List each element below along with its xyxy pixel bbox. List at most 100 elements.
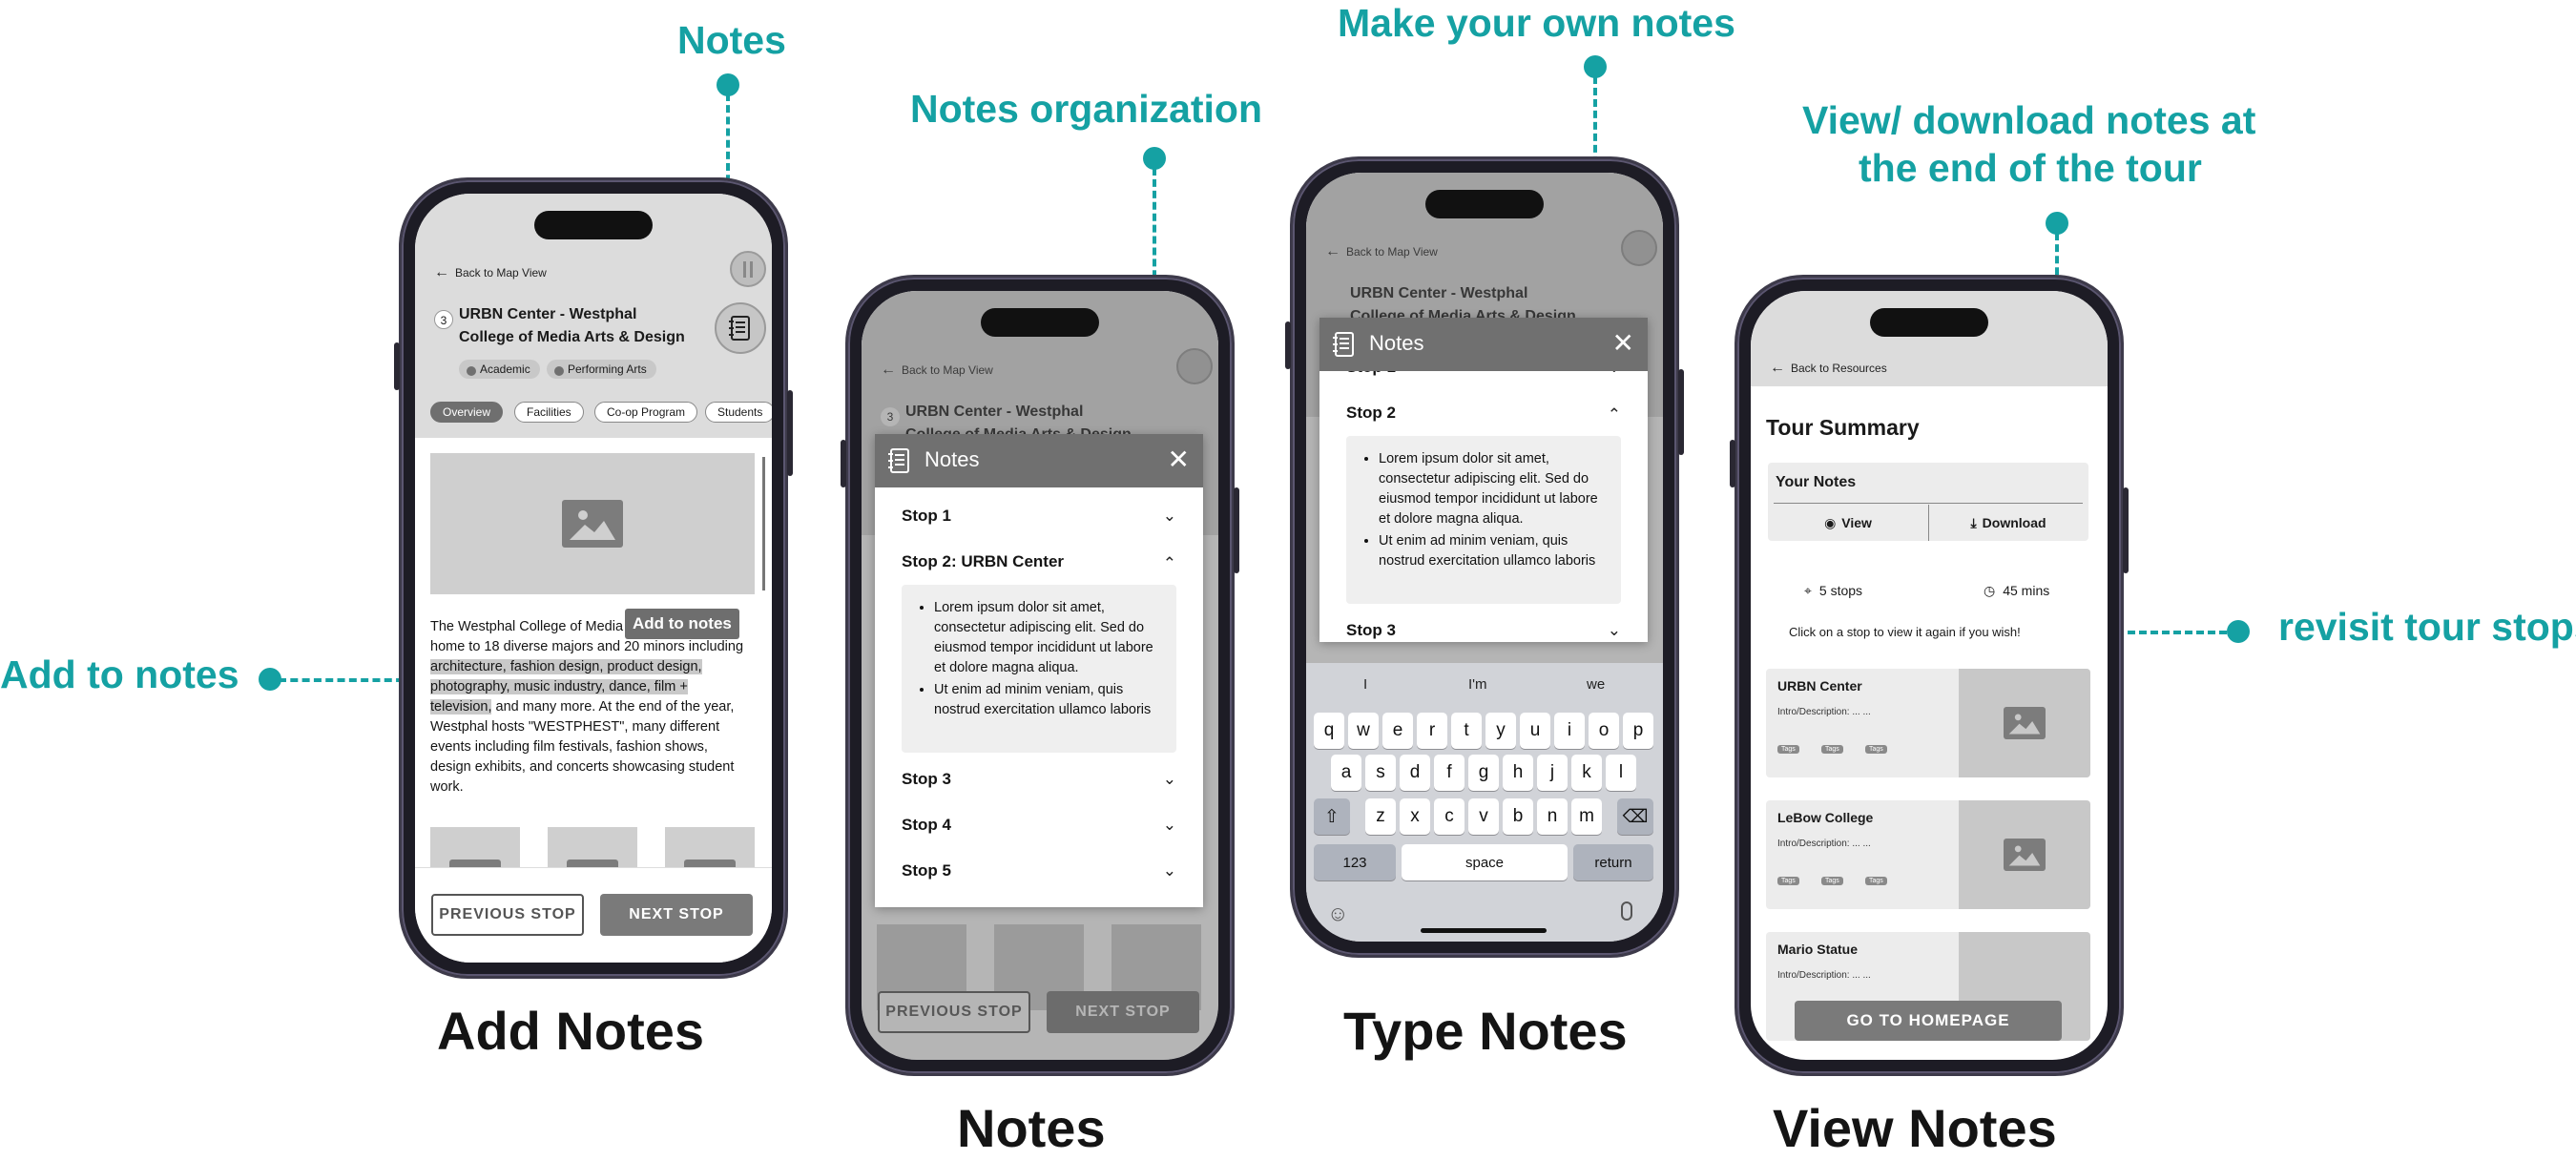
note-bullet: Ut enim ad minim veniam, quis nostrud ex… [934, 680, 1163, 720]
key-p[interactable]: p [1623, 713, 1653, 749]
key-j[interactable]: j [1537, 755, 1568, 791]
suggestion[interactable]: I'm [1468, 676, 1487, 693]
back-label: Back to Map View [1346, 245, 1438, 259]
your-notes-box: Your Notes ◉View ⤓Download [1768, 463, 2088, 541]
tab-students[interactable]: Students [705, 402, 772, 423]
notes-stop-1[interactable]: Stop 1⌄ [902, 507, 1176, 526]
card-description: Intro/Description: ... ... [1777, 707, 1871, 717]
notes-editor[interactable]: Lorem ipsum dolor sit amet, consectetur … [1346, 436, 1621, 604]
previous-stop-button[interactable]: PREVIOUS STOP [878, 991, 1030, 1033]
next-stop-button[interactable]: NEXT STOP [600, 894, 753, 936]
back-to-map-link[interactable]: ←Back to Map View [1325, 243, 1438, 260]
key-c[interactable]: c [1434, 798, 1465, 835]
key-v[interactable]: v [1468, 798, 1499, 835]
key-g[interactable]: g [1468, 755, 1499, 791]
download-notes-button[interactable]: ⤓Download [1928, 505, 2088, 541]
eye-icon: ◉ [1824, 514, 1837, 530]
notes-button[interactable] [715, 302, 766, 354]
side-button [1234, 487, 1239, 573]
phone-screen: ←Back to Map View 3 URBN Center - Westph… [415, 194, 772, 963]
text-line: events including film festivals, fashion… [430, 739, 708, 755]
highlighted-text[interactable]: architecture, fashion design, product de… [430, 659, 702, 674]
text-line: The Westphal College of Media Arts [430, 619, 652, 634]
key-m[interactable]: m [1571, 798, 1602, 835]
go-to-homepage-button[interactable]: GO TO HOMEPAGE [1795, 1001, 2062, 1041]
key-l[interactable]: l [1606, 755, 1636, 791]
suggestion[interactable]: I [1363, 676, 1368, 693]
numbers-key[interactable]: 123 [1314, 844, 1396, 880]
notes-stop-2[interactable]: Stop 2⌃ [1346, 404, 1621, 424]
highlighted-text[interactable]: photography, music industry, dance, film… [430, 679, 688, 694]
back-to-map-link[interactable]: ←Back to Map View [881, 362, 993, 379]
annotation-line [279, 678, 439, 682]
annotation-view-download-1: View/ download notes at [1802, 98, 2256, 142]
pause-audio-button[interactable] [1621, 230, 1657, 266]
scrollbar[interactable] [762, 457, 765, 590]
notes-stop-5[interactable]: Stop 5⌄ [902, 861, 1176, 880]
notes-stop-3[interactable]: Stop 3⌄ [1346, 621, 1621, 640]
phone-view-notes: ←Back to Resources Tour Summary Your Not… [1730, 275, 2129, 1076]
tab-facilities[interactable]: Facilities [514, 402, 584, 423]
pause-audio-button[interactable] [730, 251, 766, 287]
chevron-up-icon: ⌃ [1162, 554, 1176, 572]
pause-audio-button[interactable] [1176, 348, 1213, 384]
annotation-add-to-notes: Add to notes [0, 652, 239, 696]
backspace-key[interactable]: ⌫ [1617, 798, 1653, 835]
emoji-icon[interactable]: ☺ [1327, 901, 1349, 925]
back-to-resources-link[interactable]: ←Back to Resources [1770, 360, 1887, 377]
key-b[interactable]: b [1503, 798, 1533, 835]
key-w[interactable]: w [1348, 713, 1379, 749]
title-view-notes: View Notes [1773, 1098, 2057, 1158]
suggestion[interactable]: we [1587, 676, 1606, 693]
space-key[interactable]: space [1402, 844, 1568, 880]
key-h[interactable]: h [1503, 755, 1533, 791]
key-k[interactable]: k [1571, 755, 1602, 791]
stop-card-lebow-college[interactable]: LeBow College Intro/Description: ... ...… [1766, 800, 2090, 909]
annotation-dot [1584, 55, 1607, 78]
key-y[interactable]: y [1485, 713, 1516, 749]
arrow-left-icon: ← [434, 264, 449, 280]
key-x[interactable]: x [1400, 798, 1430, 835]
key-f[interactable]: f [1434, 755, 1465, 791]
annotation-revisit-tour-stops: revisit tour stops [2278, 605, 2576, 649]
key-t[interactable]: t [1451, 713, 1482, 749]
notes-stop-2[interactable]: Stop 2: URBN Center⌃ [902, 552, 1176, 572]
previous-stop-button[interactable]: PREVIOUS STOP [431, 894, 584, 936]
shift-key[interactable]: ⇧ [1314, 798, 1350, 835]
phone-screen: ←Back to Map View URBN Center - Westphal… [1306, 173, 1663, 942]
key-s[interactable]: s [1365, 755, 1396, 791]
key-z[interactable]: z [1365, 798, 1396, 835]
key-r[interactable]: r [1417, 713, 1447, 749]
close-icon[interactable]: ✕ [1611, 328, 1634, 358]
key-e[interactable]: e [1382, 713, 1413, 749]
key-a[interactable]: a [1331, 755, 1361, 791]
key-i[interactable]: i [1554, 713, 1585, 749]
highlighted-text[interactable]: television, [430, 699, 492, 715]
back-to-map-link[interactable]: ←Back to Map View [434, 264, 547, 281]
annotation-dot [2227, 620, 2250, 643]
duration: ◷45 mins [1984, 583, 2049, 599]
text-line: home to 18 diverse majors and 20 minors … [430, 639, 744, 654]
next-stop-button[interactable]: NEXT STOP [1047, 991, 1199, 1033]
key-d[interactable]: d [1400, 755, 1430, 791]
card-image [1959, 800, 2090, 909]
annotation-notes-organization: Notes organization [910, 87, 1263, 131]
close-icon[interactable]: ✕ [1167, 445, 1190, 474]
key-q[interactable]: q [1314, 713, 1344, 749]
add-to-notes-tooltip-button[interactable]: Add to notes [625, 609, 739, 639]
stop-card-urbn-center[interactable]: URBN Center Intro/Description: ... ... T… [1766, 669, 2090, 777]
key-u[interactable]: u [1520, 713, 1550, 749]
notebook-icon [888, 448, 909, 473]
tab-overview[interactable]: Overview [430, 402, 504, 423]
text-line: Westphal hosts "WESTPHEST", many differe… [430, 719, 720, 735]
stop-title-line2: College of Media Arts & Design [459, 329, 685, 345]
notes-stop-4[interactable]: Stop 4⌄ [902, 816, 1176, 835]
view-notes-button[interactable]: ◉View [1768, 505, 1928, 541]
notes-stop-3[interactable]: Stop 3⌄ [902, 770, 1176, 789]
key-n[interactable]: n [1537, 798, 1568, 835]
tab-coop-program[interactable]: Co-op Program [594, 402, 698, 423]
stop-label: Stop 5 [902, 861, 951, 880]
return-key[interactable]: return [1573, 844, 1653, 880]
key-o[interactable]: o [1589, 713, 1619, 749]
microphone-icon[interactable] [1621, 901, 1632, 921]
